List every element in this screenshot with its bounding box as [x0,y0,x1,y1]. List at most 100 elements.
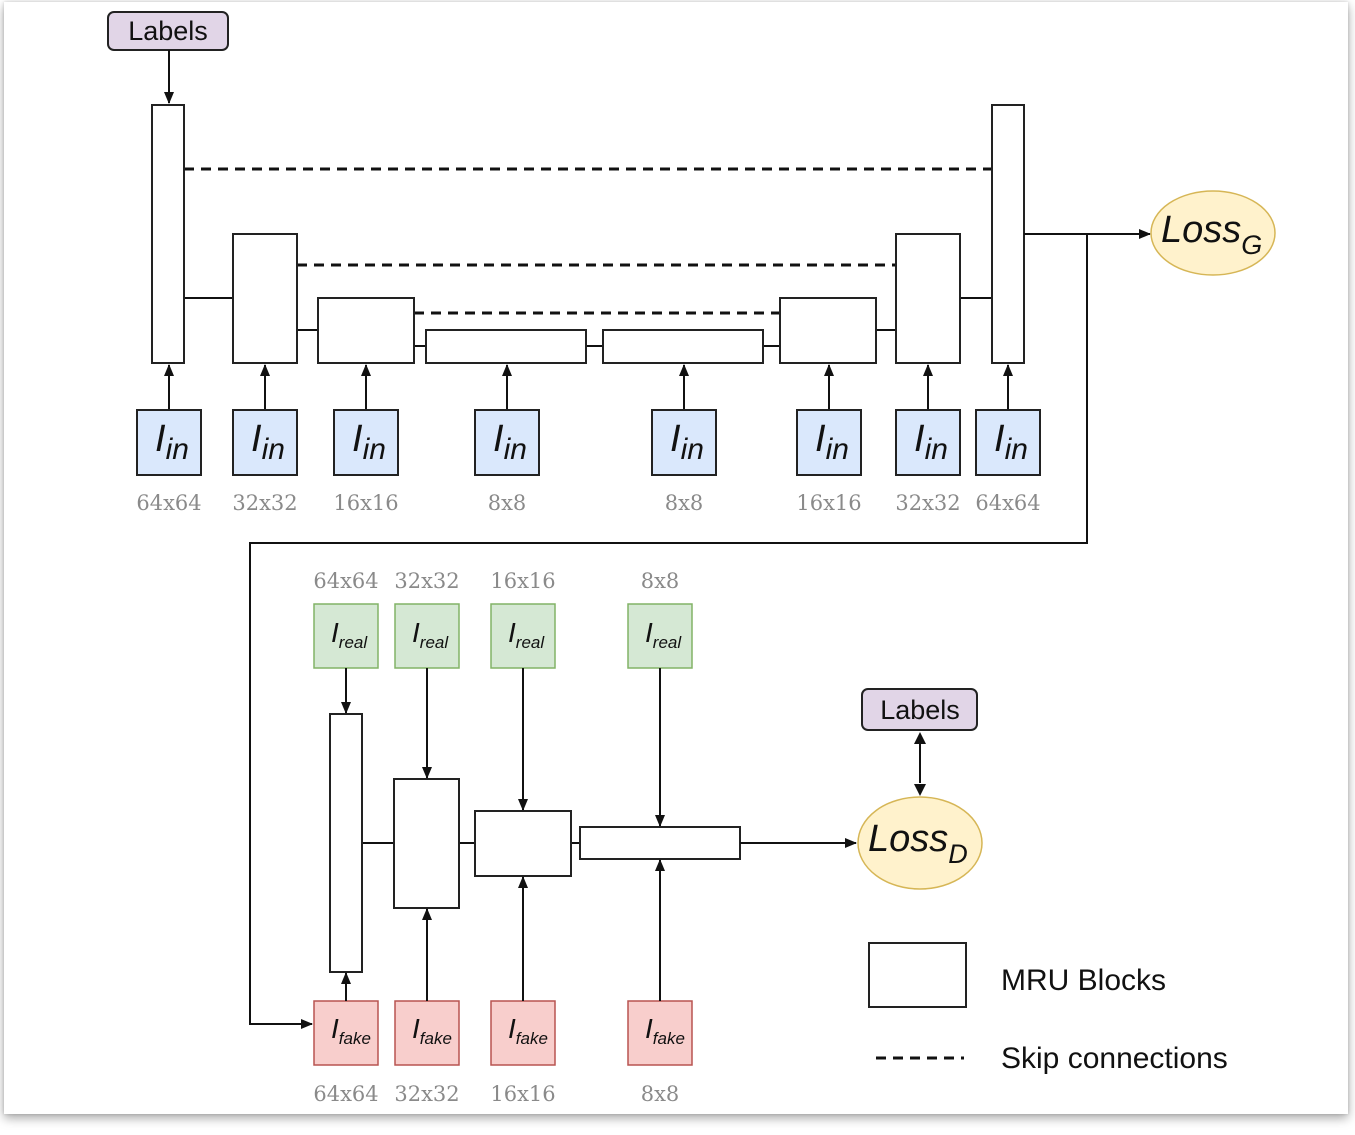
real-input-node: Ireal [627,603,693,669]
generator-input-node: Iin [895,409,961,476]
legend-mru-label: MRU Blocks [1001,964,1166,997]
svg-text:Ifake: Ifake [412,1013,452,1048]
fake-symbol-sub: fake [516,1029,548,1048]
input-symbol-main: I [670,418,681,460]
generator-input-node: Iin [136,409,202,476]
input-symbol-main: I [155,418,166,460]
svg-text:Iin: Iin [493,418,527,466]
input-symbol-main: I [251,418,262,460]
input-symbol-main: I [352,418,363,460]
generator-resolution-label: 64x64 [975,491,1040,515]
fake-input-node: Ifake [490,1000,556,1066]
input-symbol-sub: in [504,433,527,466]
legend-mru-swatch [868,942,967,1008]
discriminator-labels-node: Labels [861,688,978,731]
generator-input-node: Iin [651,409,717,476]
real-symbol-sub: real [420,633,450,652]
real-symbol-sub: real [339,633,369,652]
diagram-frame [4,2,1348,1114]
generator-mru-block [151,104,185,364]
svg-text:Iin: Iin [352,418,386,466]
generator-resolution-label: 32x32 [895,491,960,515]
fake-symbol-main: I [412,1013,420,1044]
generator-mru-block [232,233,298,364]
discriminator-top-resolution-label: 16x16 [490,569,555,593]
generator-mru-block [425,329,587,364]
svg-text:LossG: LossG [1161,209,1262,260]
discriminator-mru-block [474,810,572,877]
svg-text:Ifake: Ifake [331,1013,371,1048]
loss-g-node: LossG [1150,190,1276,276]
input-symbol-sub: in [925,433,948,466]
svg-text:Ifake: Ifake [508,1013,548,1048]
discriminator-mru-block [329,713,363,973]
real-symbol-main: I [645,617,653,648]
loss-d-main: Loss [868,818,948,860]
generator-input-node: Iin [975,409,1041,476]
svg-text:Ireal: Ireal [645,617,682,652]
discriminator-bottom-resolution-label: 32x32 [394,1082,459,1106]
discriminator-mru-block [579,826,741,860]
legend-skip-label: Skip connections [1001,1042,1228,1075]
fake-symbol-main: I [331,1013,339,1044]
loss-d-node: LossD [857,796,983,890]
generator-input-node: Iin [796,409,862,476]
fake-symbol-main: I [508,1013,516,1044]
fake-symbol-main: I [645,1013,653,1044]
svg-text:Ifake: Ifake [645,1013,685,1048]
discriminator-top-resolution-label: 64x64 [313,569,378,593]
input-symbol-sub: in [1005,433,1028,466]
input-symbol-main: I [493,418,504,460]
generator-labels-text: Labels [128,16,208,46]
discriminator-mru-block [393,778,460,909]
discriminator-labels-text: Labels [880,695,960,725]
generator-input-node: Iin [333,409,399,476]
generator-mru-block [602,329,764,364]
input-symbol-main: I [994,418,1005,460]
fake-symbol-sub: fake [653,1029,685,1048]
legend: MRU Blocks Skip connections [868,942,1228,1075]
svg-text:Ireal: Ireal [508,617,545,652]
fake-symbol-sub: fake [420,1029,452,1048]
generator-resolution-label: 8x8 [665,491,704,515]
generator-mru-block [895,233,961,364]
loss-g-main: Loss [1161,209,1241,251]
real-symbol-main: I [331,617,339,648]
svg-text:Iin: Iin [251,418,285,466]
svg-text:Iin: Iin [994,418,1028,466]
loss-g-sub: G [1241,230,1262,260]
generator-labels-node: Labels [107,11,229,51]
fake-input-node: Ifake [627,1000,693,1066]
input-symbol-sub: in [262,433,285,466]
svg-text:Iin: Iin [670,418,704,466]
real-symbol-sub: real [653,633,683,652]
input-symbol-main: I [815,418,826,460]
svg-text:Ireal: Ireal [412,617,449,652]
real-input-node: Ireal [313,603,379,669]
generator-resolution-label: 64x64 [136,491,201,515]
input-symbol-sub: in [826,433,849,466]
input-symbol-sub: in [363,433,386,466]
fake-input-node: Ifake [313,1000,379,1066]
discriminator-bottom-resolution-label: 8x8 [641,1082,680,1106]
discriminator-top-resolution-label: 8x8 [641,569,680,593]
generator-mru-block [991,104,1025,364]
generator-resolution-label: 32x32 [232,491,297,515]
generator-resolution-label: 16x16 [796,491,861,515]
real-symbol-sub: real [516,633,546,652]
generator-resolution-label: 8x8 [488,491,527,515]
generator-to-fake-path [249,234,1088,1029]
generator-resolution-label: 16x16 [333,491,398,515]
generator-mru-block [779,297,877,364]
input-symbol-sub: in [681,433,704,466]
fake-symbol-sub: fake [339,1029,371,1048]
svg-text:Iin: Iin [155,418,189,466]
input-symbol-main: I [914,418,925,460]
real-symbol-main: I [508,617,516,648]
loss-d-sub: D [948,839,968,869]
generator-section: Labels LossG [107,11,1276,1029]
discriminator-bottom-resolution-label: 64x64 [313,1082,378,1106]
generator-input-node: Iin [474,409,540,476]
